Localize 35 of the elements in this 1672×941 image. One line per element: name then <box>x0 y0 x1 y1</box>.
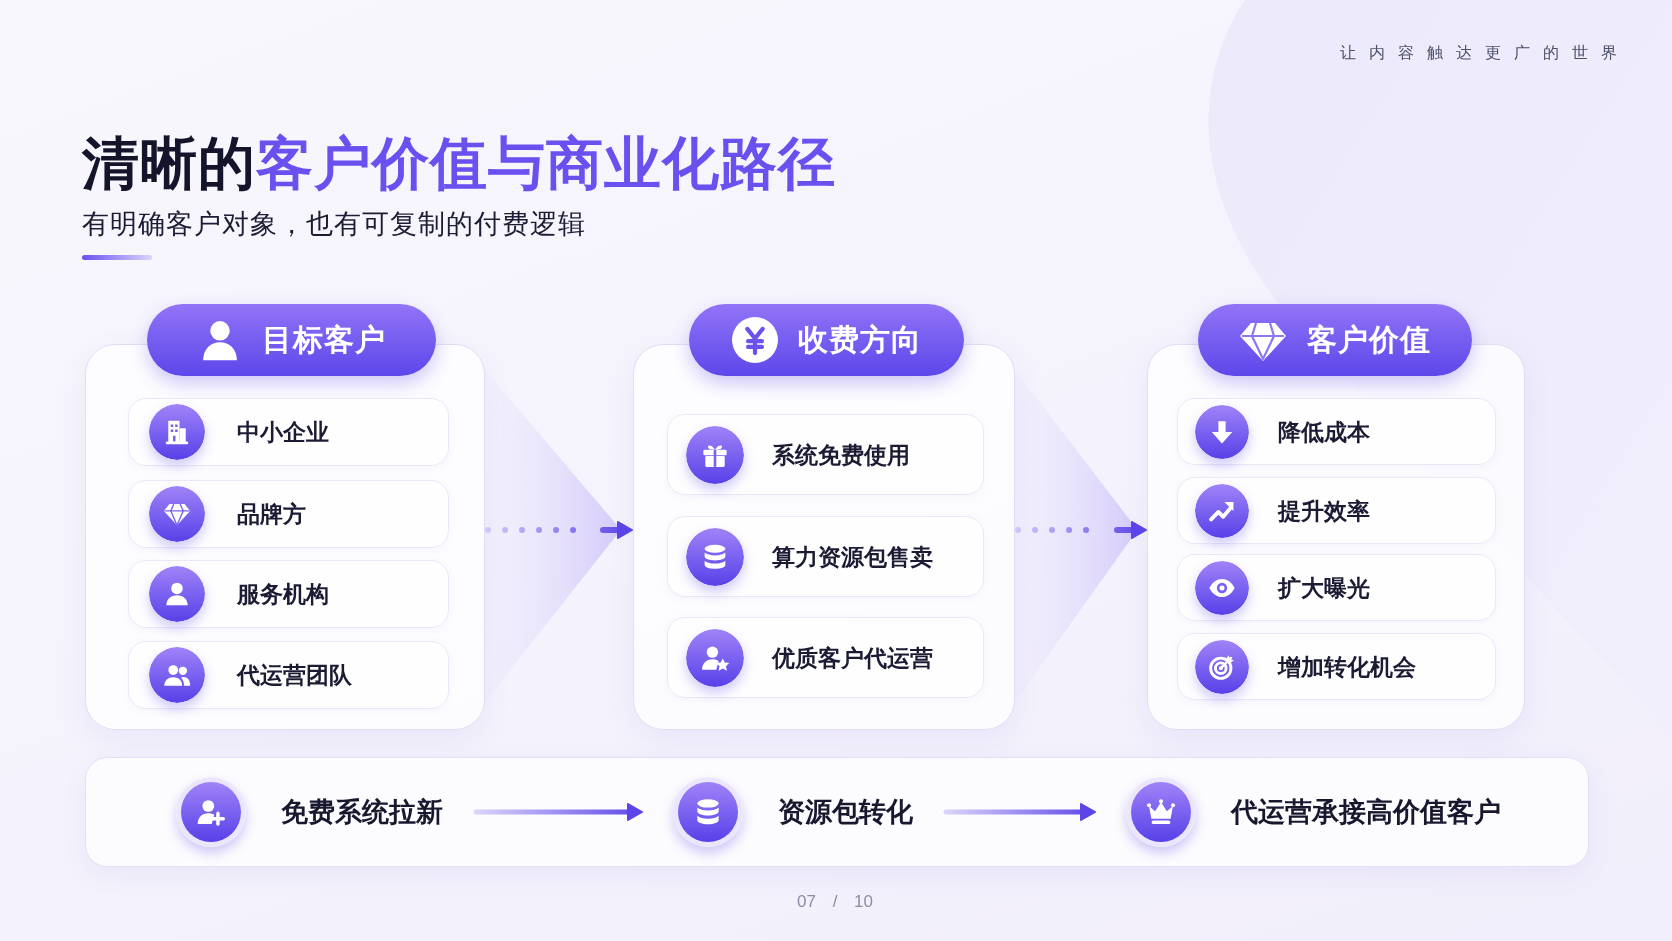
step-label: 资源包转化 <box>778 796 913 829</box>
item-card <box>667 516 984 597</box>
item-card <box>1177 554 1496 621</box>
item-label: 算力资源包售卖 <box>772 542 933 572</box>
item-card <box>128 641 449 709</box>
item-label: 代运营团队 <box>237 661 352 690</box>
item-label: 降低成本 <box>1278 417 1370 447</box>
item-card <box>128 480 449 548</box>
column-title: 目标客户 <box>261 322 386 358</box>
item-label: 优质客户代运营 <box>772 643 933 673</box>
tagline: 让内容触达更广的世界 <box>1340 43 1630 63</box>
item-card <box>1177 398 1496 465</box>
item-card <box>667 617 984 698</box>
arrow <box>1012 521 1150 539</box>
step-label: 代运营承接高价值客户 <box>1231 796 1501 829</box>
column-title: 收费方向 <box>797 322 922 358</box>
item-label: 增加转化机会 <box>1278 652 1416 682</box>
subtitle: 有明确客户对象，也有可复制的付费逻辑 <box>82 208 586 241</box>
arrow <box>482 521 636 539</box>
item-card <box>667 414 984 495</box>
item-label: 提升效率 <box>1278 496 1370 526</box>
title: 清晰的客户价值与商业化路径 <box>82 130 836 197</box>
item-label: 服务机构 <box>237 580 329 609</box>
item-label: 中小企业 <box>237 418 329 447</box>
item-label: 品牌方 <box>237 500 306 529</box>
summary-bar <box>85 757 1589 867</box>
item-card <box>1177 633 1496 700</box>
item-card <box>128 560 449 628</box>
item-label: 系统免费使用 <box>772 440 910 470</box>
step-label: 免费系统拉新 <box>281 796 443 829</box>
item-card <box>128 398 449 466</box>
item-card <box>1177 477 1496 544</box>
item-label: 扩大曝光 <box>1278 573 1370 603</box>
page-number: 07 / 10 <box>796 891 874 913</box>
column-title: 客户价值 <box>1307 322 1431 358</box>
